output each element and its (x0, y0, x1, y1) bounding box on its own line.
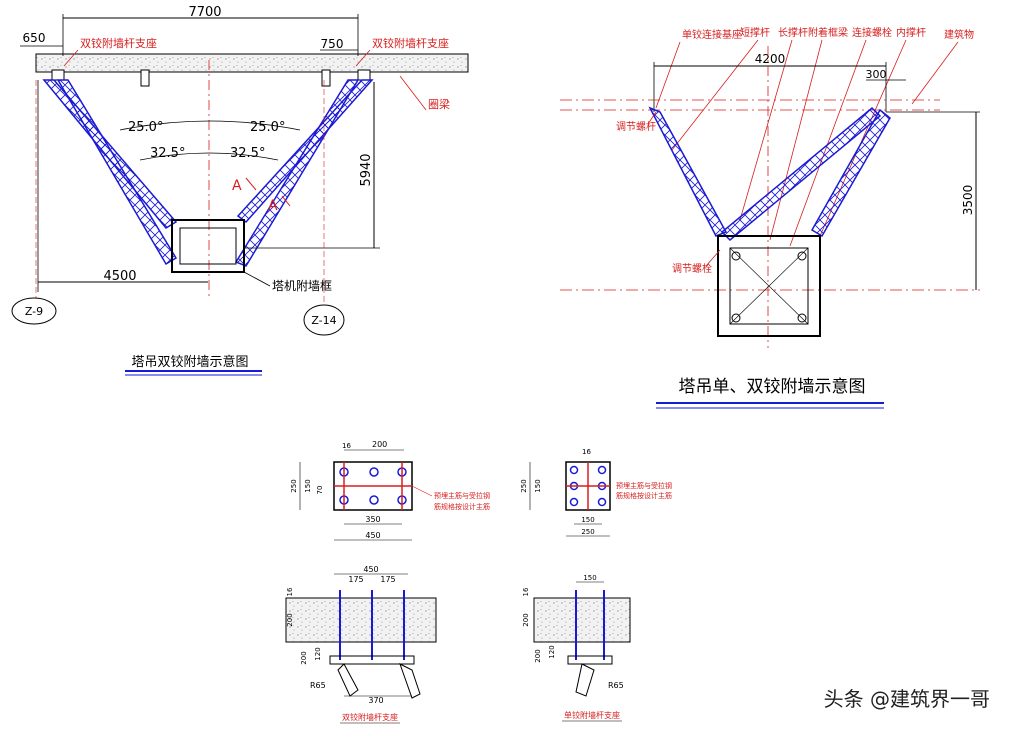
watermark: 头条 @建筑界一哥 (824, 687, 990, 711)
ring-beam-slab (35, 53, 469, 73)
callout-adjust-screw: 调节螺杆 (616, 121, 656, 133)
dtl-dim-16: 16 (342, 442, 351, 450)
dim-offset-300: 300 (866, 68, 887, 81)
dtr-dim-150: 150 (534, 479, 542, 492)
dtl-dim-450: 450 (365, 531, 380, 540)
support-block-right (357, 69, 371, 81)
brace-right-inner (234, 79, 360, 267)
callout-connect-bolt: 连接螺栓 (852, 26, 892, 39)
label-support-left: 双铰附墙杆支座 (80, 36, 157, 50)
label-ring-beam: 圈梁 (428, 97, 450, 111)
callout-long-bar: 长撑杆 (778, 26, 808, 39)
dbr-caption: 单铰附墙杆支座 (564, 710, 620, 720)
dim-total-width: 7700 (188, 5, 221, 20)
support-block-left (51, 69, 65, 81)
caption-right-diagram: 塔吊单、双铰附墙示意图 (679, 377, 866, 397)
dim-half-width: 4500 (103, 269, 136, 284)
left-attachment-diagram: 7700 650 750 双铰附墙杆支座 双铰附墙杆支座 圈梁 25.0° 25… (11, 5, 469, 376)
support-block-mid (321, 69, 331, 87)
dtr-dim-16: 16 (582, 448, 591, 456)
callout-single-hinge-base: 单铰连接基座 (682, 28, 742, 41)
label-frame: 塔机附墙框 (272, 279, 332, 293)
caption-left-diagram: 塔吊双铰附墙示意图 (131, 354, 248, 370)
dtr-dim-150b: 150 (581, 516, 594, 524)
detail-section-double: 450 175 175 16 200 200 120 R65 370 双铰附墙杆… (285, 565, 437, 724)
dbl-caption: 双铰附墙杆支座 (342, 712, 398, 722)
dtr-dim-250: 250 (520, 479, 528, 492)
dtl-note-line2: 筋规格按设计主筋 (434, 502, 490, 511)
dbl-dim-200a: 200 (286, 613, 294, 626)
dbr-dim-16: 16 (522, 587, 530, 596)
detail-section-single: 150 16 200 200 120 R65 单铰附墙杆支座 (522, 574, 631, 722)
section-mark-a-right: A (268, 198, 278, 214)
dtl-note-line1: 预埋主筋与受拉钢 (434, 491, 490, 500)
dtr-note-line2: 筋规格按设计主筋 (616, 491, 672, 500)
dim-depth-3500: 3500 (961, 185, 975, 216)
right-brace-left (648, 106, 728, 237)
tower-frame (171, 219, 245, 273)
axis-label-left: Z-9 (25, 305, 43, 318)
dbl-dim-r65: R65 (310, 681, 326, 690)
angle-outer-right: 25.0° (250, 120, 285, 135)
section-mark-a-left: A (232, 178, 242, 194)
dtr-dim-250b: 250 (581, 528, 594, 536)
callout-short-bar: 短撑杆 (740, 26, 770, 39)
dbr-dim-150: 150 (583, 574, 596, 582)
dtl-dim-200: 200 (372, 440, 387, 449)
dbr-dim-200b: 200 (534, 649, 542, 662)
callout-adjust-nut: 调节螺栓 (672, 262, 712, 275)
dtl-dim-350: 350 (365, 515, 380, 524)
dbl-dim-175a: 175 (348, 575, 363, 584)
dbl-dim-200b: 200 (300, 651, 308, 664)
right-tower-frame (717, 235, 821, 337)
dtl-dim-70: 70 (316, 486, 324, 495)
detail-plate-single: 16 250 150 150 250 预埋主筋与受拉钢 筋规格按设计主筋 (520, 448, 672, 537)
axis-bubble-left (11, 297, 57, 325)
callout-building: 建筑物 (944, 28, 974, 41)
support-block-mid2 (140, 69, 150, 87)
dbl-dim-370: 370 (368, 696, 383, 705)
label-support-right: 双铰附墙杆支座 (372, 36, 449, 50)
dbl-dim-175b: 175 (380, 575, 395, 584)
dtl-dim-150: 150 (304, 479, 312, 492)
dbl-dim-450: 450 (363, 565, 378, 574)
angle-outer-left: 25.0° (128, 120, 163, 135)
dim-right-offset: 750 (321, 37, 344, 51)
angle-inner-left: 32.5° (150, 146, 185, 161)
dbr-dim-120: 120 (548, 645, 556, 658)
callout-attach-frame: 附着框梁 (808, 26, 848, 39)
axis-label-right: Z-14 (311, 314, 336, 327)
dim-width-4200: 4200 (755, 52, 786, 66)
dtr-note-line1: 预埋主筋与受拉钢 (616, 481, 672, 490)
brace-left-inner (56, 79, 178, 266)
dbl-dim-120: 120 (314, 647, 322, 660)
dtl-dim-250: 250 (290, 479, 298, 492)
angle-inner-right: 32.5° (230, 146, 265, 161)
dbl-dim-16: 16 (286, 587, 294, 596)
dim-left-offset: 650 (23, 31, 46, 45)
right-attachment-diagram: 单铰连接基座 短撑杆 长撑杆 附着框梁 连接螺栓 内撑杆 建筑物 4200 30… (560, 26, 980, 409)
callout-inner-bar: 内撑杆 (896, 26, 926, 39)
detail-plate-double: 16 200 250 150 70 350 450 预埋主筋与受拉钢 筋规格按设… (290, 440, 490, 541)
axis-bubble-right (303, 304, 345, 336)
dbr-dim-200a: 200 (522, 613, 530, 626)
dim-depth: 5940 (359, 153, 374, 186)
right-brace-right (810, 108, 891, 238)
dbr-dim-r65: R65 (608, 681, 624, 690)
